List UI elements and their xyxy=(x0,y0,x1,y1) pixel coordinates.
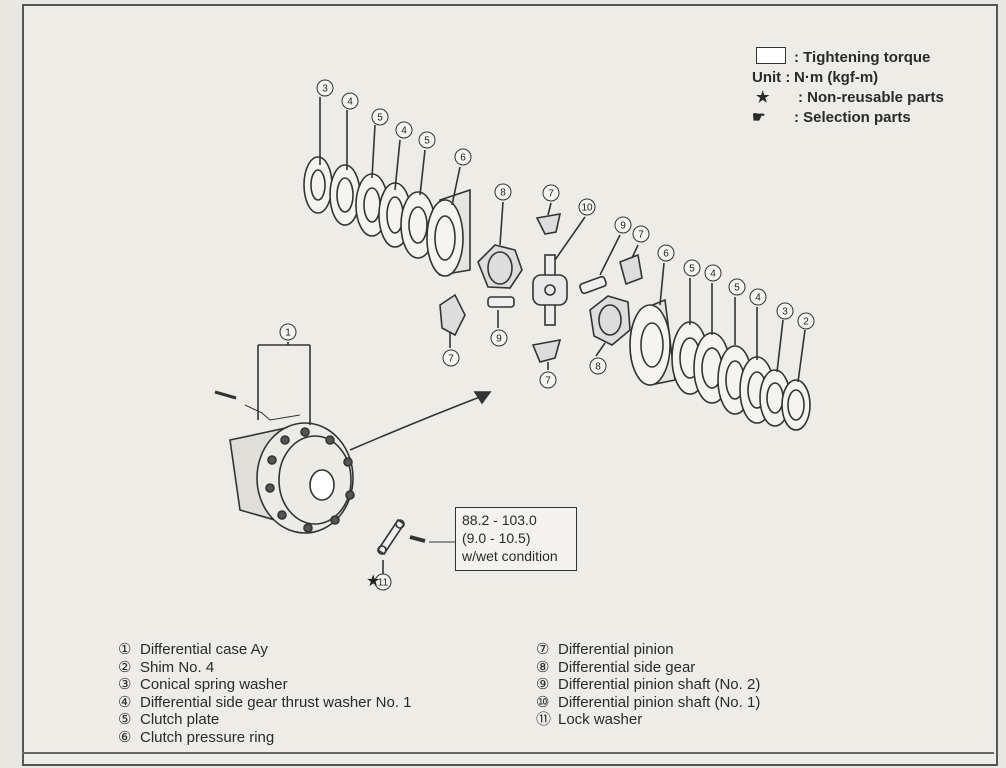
torque-condition: w/wet condition xyxy=(462,548,558,564)
callout-circle-shape xyxy=(395,121,413,139)
torque-nm: 88.2 - 103.0 xyxy=(462,512,537,528)
callout-number: 3 xyxy=(322,84,328,95)
legend-selection: : Selection parts xyxy=(794,109,911,126)
callout-number: 4 xyxy=(401,126,407,137)
pinion-bottom xyxy=(531,338,562,363)
callout-number: 5 xyxy=(689,264,695,275)
callout-number: 8 xyxy=(500,188,506,199)
callout-circle-shape xyxy=(704,264,722,282)
pinion-shaft-no2-left xyxy=(487,296,515,308)
callout-circle-shape xyxy=(454,148,472,166)
callout-circle-shape xyxy=(494,183,512,201)
callout-number: 8 xyxy=(595,362,601,373)
legend-unit-label: Unit : xyxy=(752,69,791,86)
callout-number: 2 xyxy=(803,317,809,328)
callout-number: 6 xyxy=(460,153,466,164)
differential-case xyxy=(229,422,355,534)
side-gear-left xyxy=(477,244,523,289)
right-washer-stack xyxy=(629,298,811,431)
callout-circle-shape xyxy=(418,131,436,149)
callout-circle-shape xyxy=(749,288,767,306)
torque-spec-box: 88.2 - 103.0 (9.0 - 10.5) w/wet conditio… xyxy=(455,507,577,571)
callout-number: 9 xyxy=(496,334,502,345)
pinion-shaft-no2-right xyxy=(579,275,607,295)
non-reusable-star: ★ xyxy=(366,573,380,590)
callout-number: 5 xyxy=(424,136,430,147)
callout-number: 7 xyxy=(448,354,454,365)
torque-kgfm: (9.0 - 10.5) xyxy=(462,530,531,546)
callout-circle-shape xyxy=(632,225,650,243)
callout-circle-shape xyxy=(374,573,392,591)
star-icon: ★ xyxy=(756,89,770,106)
callout-circle-shape xyxy=(578,198,596,216)
callout-circle-shape xyxy=(442,349,460,367)
callout-circle-shape xyxy=(797,312,815,330)
callout-number: 4 xyxy=(710,269,716,280)
callout-number: 7 xyxy=(638,230,644,241)
divider xyxy=(22,752,994,754)
pinion-top xyxy=(535,213,562,235)
case-bolt xyxy=(214,390,237,400)
pinion-left xyxy=(439,293,466,337)
callout-number: 5 xyxy=(734,283,740,294)
callout-circle-shape xyxy=(371,108,389,126)
callout-circle-shape xyxy=(683,259,701,277)
callout-circle-shape xyxy=(539,371,557,389)
torque-box-symbol xyxy=(756,46,786,64)
callout-number: 4 xyxy=(347,97,353,108)
pinion-right xyxy=(619,253,643,286)
pointing-hand-icon: ☛ xyxy=(752,109,766,126)
callout-circle-shape xyxy=(614,216,632,234)
callout-number: 9 xyxy=(620,221,626,232)
torque-bolt xyxy=(409,535,426,543)
legend: : Tightening torque Unit :N·m (kgf-m) ★:… xyxy=(752,46,944,128)
left-washer-stack xyxy=(303,156,471,277)
side-gear-right xyxy=(589,295,631,346)
callout-number: 7 xyxy=(545,376,551,387)
callout-number: 11 xyxy=(378,578,389,589)
lock-washer xyxy=(376,518,406,556)
callout-circle-shape xyxy=(279,323,297,341)
callout-number: 10 xyxy=(581,203,593,214)
legend-non-reusable: : Non-reusable parts xyxy=(798,89,944,106)
assembly-arrow xyxy=(349,394,486,451)
callout-circle-shape xyxy=(728,278,746,296)
callout-circle-shape xyxy=(589,357,607,375)
callout-number: 1 xyxy=(285,328,291,339)
callout-number: 6 xyxy=(663,249,669,260)
callout-circle-shape xyxy=(316,79,334,97)
callout-number: 3 xyxy=(782,307,788,318)
callout-number: 5 xyxy=(377,113,383,124)
pinion-shaft-no1 xyxy=(532,254,568,326)
legend-unit-value: N·m (kgf-m) xyxy=(794,69,879,86)
callout-number: 7 xyxy=(548,189,554,200)
callout-number: 4 xyxy=(755,293,761,304)
callout-circle-shape xyxy=(341,92,359,110)
diagram-frame xyxy=(22,4,998,766)
callout-circle-shape xyxy=(490,329,508,347)
callout-circle-shape xyxy=(657,244,675,262)
legend-tightening-torque: : Tightening torque xyxy=(794,49,931,66)
callout-circle-shape xyxy=(542,184,560,202)
callout-circle-shape xyxy=(776,302,794,320)
